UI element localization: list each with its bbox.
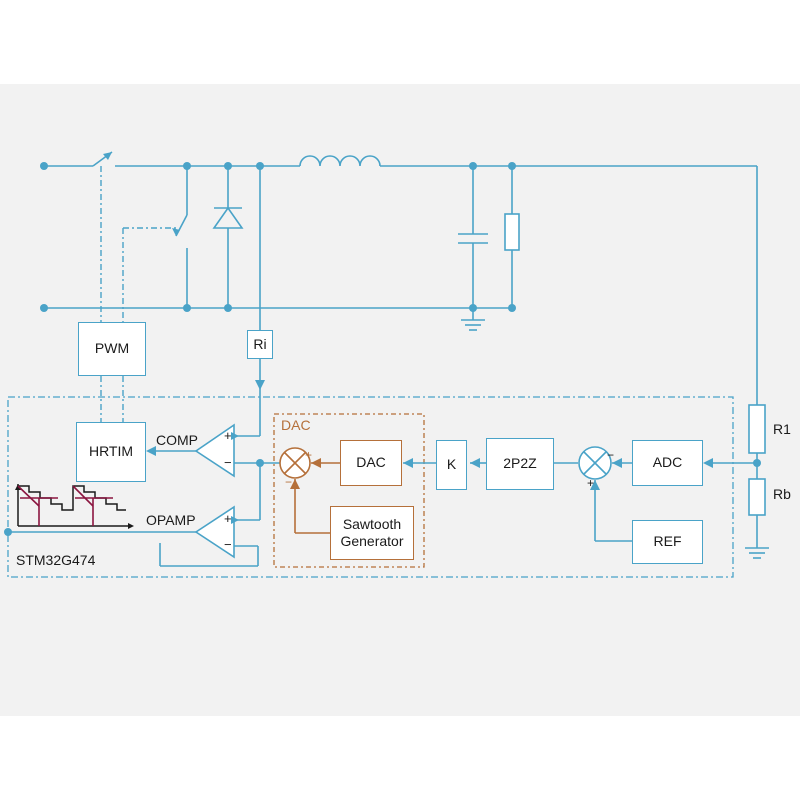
fb-sum-plus-sign: + [587, 476, 595, 490]
opamp-minus-sign: − [224, 537, 232, 552]
ref-label: REF [653, 533, 682, 550]
k-gain-block: K [436, 440, 467, 490]
r1-resistor [748, 404, 766, 454]
fb-sum-minus-sign: − [607, 448, 615, 462]
mcu-boundary [7, 396, 734, 578]
comp-minus-sign: − [224, 455, 232, 470]
junction-dot [224, 304, 232, 312]
comp-triangle [194, 423, 235, 478]
2p2z-label: 2P2Z [503, 455, 537, 472]
dac-group-boundary [273, 413, 425, 568]
junction-dot [224, 162, 232, 170]
junction-dot [183, 162, 191, 170]
sawtooth-label-line1: Sawtooth [342, 515, 402, 532]
2p2z-compensator-block: 2P2Z [486, 438, 554, 490]
hrtim-label: HRTIM [88, 443, 134, 460]
junction-dot [469, 162, 477, 170]
junction-dot [508, 162, 516, 170]
rb-resistor [748, 478, 766, 516]
adc-label: ADC [652, 454, 683, 471]
ri-resistor: Ri [247, 330, 273, 359]
rb-label: Rb [773, 486, 791, 502]
dac-sum-minus-sign: − [285, 475, 293, 489]
comp-label: COMP [156, 432, 198, 448]
k-label: K [446, 456, 457, 473]
opamp-plus-sign: + [224, 511, 232, 526]
opamp-label: OPAMP [146, 512, 196, 528]
ramp-waveform-icon [15, 484, 134, 529]
junction-dot [508, 304, 516, 312]
mcu-label: STM32G474 [16, 552, 96, 568]
junction-dot [469, 304, 477, 312]
dac-group-label: DAC [281, 417, 311, 433]
pwm-block: PWM [78, 322, 146, 376]
junction-dot [256, 459, 264, 467]
inductor [299, 155, 381, 167]
diagram-background [0, 84, 800, 716]
ri-label: Ri [253, 335, 267, 352]
dac-block-label: DAC [356, 454, 386, 471]
ref-block: REF [632, 520, 703, 564]
diode-symbol [212, 206, 244, 229]
r1-label: R1 [773, 421, 791, 437]
sawtooth-generator-block: Sawtooth Generator [330, 506, 414, 560]
comp-plus-sign: + [224, 428, 232, 443]
hrtim-block: HRTIM [76, 422, 146, 482]
opamp-triangle [194, 505, 235, 559]
dac-block: DAC [340, 440, 402, 486]
junction-dot [40, 162, 48, 170]
pwm-label: PWM [94, 340, 130, 357]
load-resistor [504, 213, 520, 251]
junction-dot [4, 528, 12, 536]
junction-dot [256, 162, 264, 170]
junction-dot [753, 459, 761, 467]
junction-dot [183, 304, 191, 312]
sawtooth-label-line2: Generator [340, 533, 404, 549]
dac-sum-plus-sign: + [305, 448, 313, 462]
adc-block: ADC [632, 440, 703, 486]
junction-dot [40, 304, 48, 312]
